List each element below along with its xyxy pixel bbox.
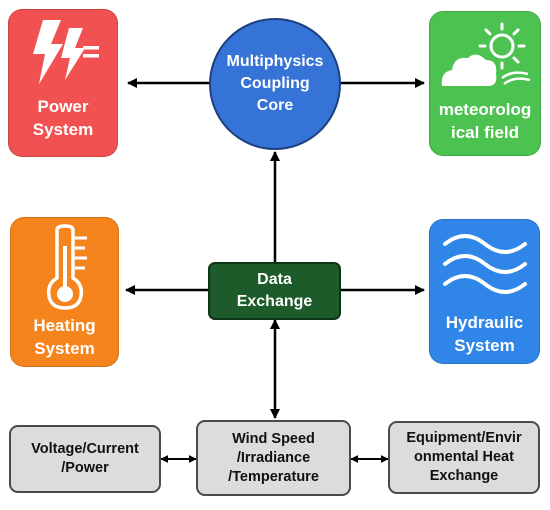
data-exchange-hub: Data Exchange (208, 262, 341, 320)
hydraulic-system-label: Hydraulic System (445, 313, 524, 355)
voltage-current-power-box: Voltage/Current /Power (9, 425, 161, 493)
sun-cloud-wind-icon (441, 22, 531, 86)
power-system-tile: Power System (8, 9, 118, 157)
wind-irradiance-temperature-box: Wind Speed /Irradiance /Temperature (196, 420, 351, 496)
meteorological-field-tile: meteorolog ical field (429, 11, 541, 156)
multiphysics-coupling-core: Multiphysics Coupling Core (209, 18, 341, 150)
hydraulic-system-tile: Hydraulic System (429, 219, 540, 364)
power-system-label: Power System (32, 97, 94, 139)
water-waves-icon (443, 234, 527, 294)
meteorological-field-label: meteorolog ical field (438, 100, 532, 142)
lightning-icon (33, 20, 99, 84)
core-label: Multiphysics Coupling Core (226, 53, 324, 114)
equipment-environmental-heat-exchange-box: Equipment/Envir onmental Heat Exchange (388, 421, 540, 494)
data-exchange-label: Data Exchange (236, 271, 313, 310)
heating-system-label: Heating System (33, 316, 96, 358)
thermometer-icon (46, 224, 87, 310)
heating-system-tile: Heating System (10, 217, 119, 367)
